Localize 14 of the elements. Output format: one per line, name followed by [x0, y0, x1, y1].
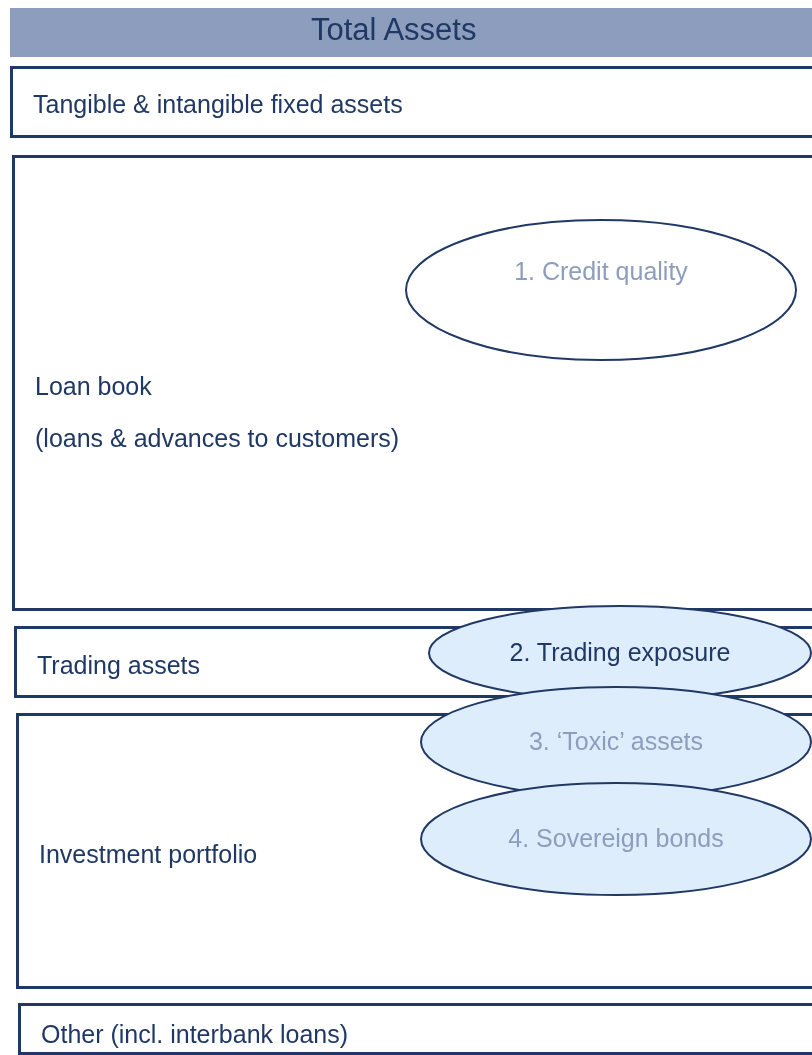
risk-label: 3. ‘Toxic’ assets: [527, 727, 705, 756]
category-label: Investment portfolio: [39, 840, 258, 869]
category-label: Loan book: [35, 372, 152, 401]
category-label: Tangible & intangible fixed assets: [33, 90, 403, 119]
risk-label: 2. Trading exposure: [508, 638, 732, 667]
category-box: [10, 66, 812, 138]
risk-label: 4. Sovereign bonds: [507, 824, 725, 853]
category-box: [12, 155, 812, 611]
category-note: (loans & advances to customers): [35, 424, 400, 453]
title-text: Total Assets: [311, 12, 477, 48]
risk-label: 1. Credit quality: [513, 257, 689, 286]
category-label: Trading assets: [37, 651, 201, 680]
category-box: [18, 1003, 812, 1055]
category-label: Other (incl. interbank loans): [41, 1020, 349, 1049]
